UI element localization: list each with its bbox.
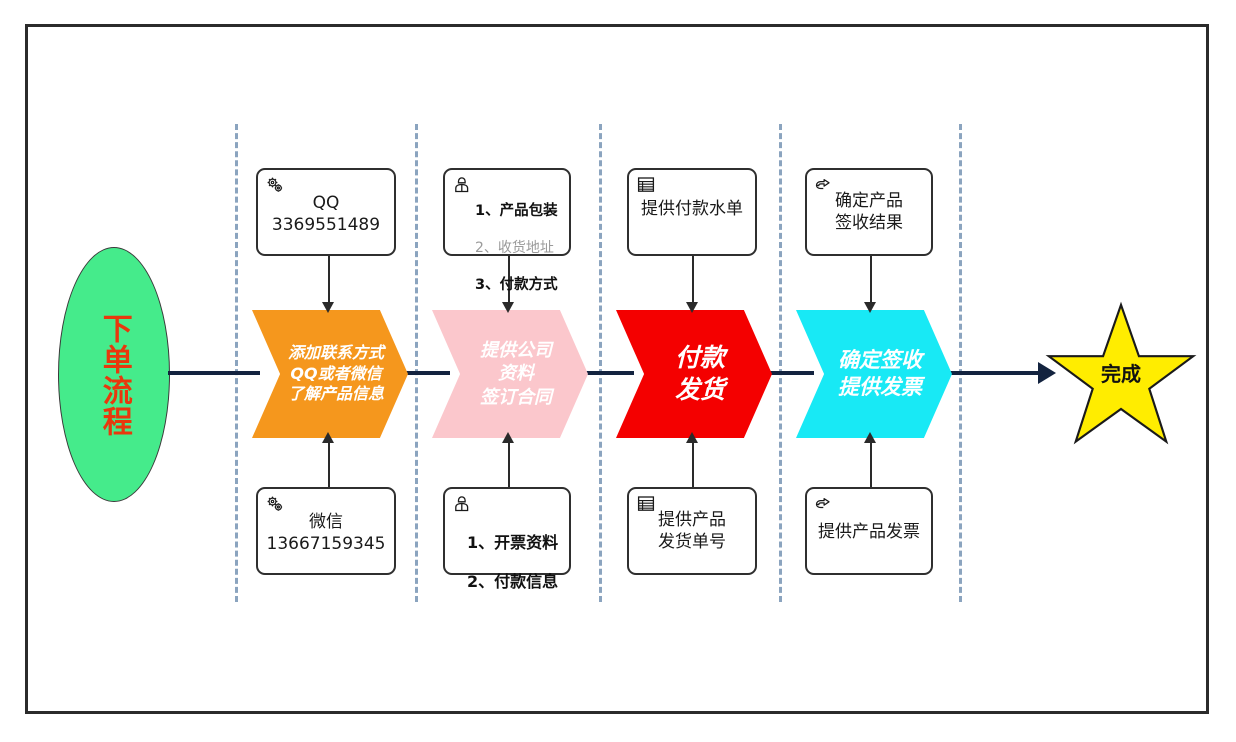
connector-down-2-arrowhead (502, 302, 514, 313)
connector-up-1-arrowhead (322, 432, 334, 443)
lane-separator-4 (779, 124, 782, 602)
person-icon (452, 175, 472, 195)
note-box-stage2-top[interactable]: 1、产品包装 2、收货地址 3、付款方式 (443, 168, 571, 293)
lane-separator-1 (235, 124, 238, 602)
note-box-stage3-top[interactable]: 提供付款水单 (627, 168, 757, 256)
connector-up-1 (328, 443, 330, 488)
connector-down-4 (870, 256, 872, 304)
note-box-stage1-bottom-text: 微信 13667159345 (266, 512, 386, 555)
note-box-stage1-top[interactable]: QQ 3369551489 (256, 168, 396, 256)
star-shape (1045, 301, 1197, 445)
connector-up-4 (870, 443, 872, 488)
stage-chevron-2-label: 提供公司 资料 签订合同 (480, 340, 552, 408)
spine-segment-end (936, 371, 1040, 375)
stage-chevron-3-label: 付款 发货 (674, 343, 725, 404)
note-box-stage3-bottom[interactable]: 提供产品 发货单号 (627, 487, 757, 575)
stage-chevron-4-label: 确定签收 提供发票 (838, 348, 922, 399)
connector-down-1 (328, 256, 330, 304)
document-list-icon (636, 175, 656, 195)
note-line: 3、付款方式 (475, 276, 558, 293)
note-box-stage1-top-text: QQ 3369551489 (271, 193, 381, 236)
connector-down-4-arrowhead (864, 302, 876, 313)
connector-down-2 (508, 256, 510, 304)
note-line: 1、开票资料 (467, 533, 559, 553)
gears-icon (265, 494, 285, 514)
note-box-stage2-bottom[interactable]: 1、开票资料 2、付款信息 (443, 487, 571, 591)
connector-up-3-arrowhead (686, 432, 698, 443)
lane-separator-3 (599, 124, 602, 602)
end-node-label: 完成 (1101, 362, 1141, 386)
spine-arrowhead-end (1038, 362, 1056, 384)
start-node[interactable]: 下单流程 (58, 247, 170, 502)
stage-chevron-1-label: 添加联系方式 QQ或者微信 了解产品信息 (287, 343, 384, 404)
note-box-stage2-bottom-lines: 1、开票资料 2、付款信息 (453, 515, 561, 611)
connector-up-3 (692, 443, 694, 488)
gears-icon (265, 175, 285, 195)
note-line: 2、收货地址 (475, 240, 554, 257)
note-box-stage4-bottom-text: 提供产品发票 (818, 522, 920, 542)
spine-segment-2-3 (576, 371, 634, 375)
lane-separator-5 (959, 124, 962, 602)
note-box-stage4-top-text: 确定产品 签收结果 (835, 191, 903, 234)
end-node[interactable]: 完成 (1045, 300, 1197, 448)
connector-up-2 (508, 443, 510, 488)
connector-up-4-arrowhead (864, 432, 876, 443)
stage-chevron-2[interactable]: 提供公司 资料 签订合同 (432, 310, 588, 438)
note-box-stage1-bottom[interactable]: 微信 13667159345 (256, 487, 396, 575)
note-box-stage4-top[interactable]: 确定产品 签收结果 (805, 168, 933, 256)
connector-down-1-arrowhead (322, 302, 334, 313)
note-line: 2、付款信息 (467, 572, 559, 592)
spine-segment-3-4 (756, 371, 814, 375)
pointing-hand-icon (814, 175, 834, 195)
connector-up-2-arrowhead (502, 432, 514, 443)
person-icon (452, 494, 472, 514)
connector-down-3 (692, 256, 694, 304)
spine-segment-1-2 (392, 371, 450, 375)
note-box-stage4-bottom[interactable]: 提供产品发票 (805, 487, 933, 575)
lane-separator-2 (415, 124, 418, 602)
diagram-frame (25, 24, 1209, 714)
note-box-stage3-bottom-text: 提供产品 发货单号 (658, 510, 726, 553)
note-line: 1、产品包装 (475, 203, 558, 220)
connector-down-3-arrowhead (686, 302, 698, 313)
note-box-stage3-top-text: 提供付款水单 (641, 199, 743, 219)
document-list-icon (636, 494, 656, 514)
start-node-label: 下单流程 (96, 312, 132, 437)
spine-segment-start (168, 371, 260, 375)
pointing-hand-icon (814, 494, 834, 514)
note-box-stage2-top-lines: 1、产品包装 2、收货地址 3、付款方式 (453, 184, 561, 313)
